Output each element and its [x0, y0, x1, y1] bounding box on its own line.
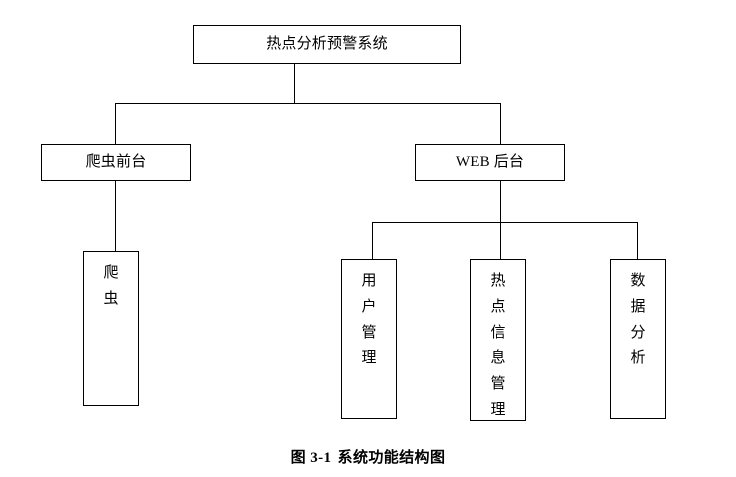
node-hotspot-info-management-label: 热点信息管理	[490, 273, 506, 418]
node-crawler[interactable]: 爬虫	[83, 251, 139, 406]
node-hotspot-info-management[interactable]: 热点信息管理	[470, 259, 526, 421]
node-root-system-label: 热点分析预警系统	[266, 36, 388, 53]
connector-root-stem	[294, 63, 295, 104]
connector-to-crawler-frontend	[115, 103, 116, 145]
node-web-backend-label: WEB 后台	[455, 154, 525, 171]
figure-caption-title: 系统功能结构图	[337, 450, 446, 466]
node-crawler-label: 爬虫	[103, 265, 119, 307]
node-crawler-frontend[interactable]: 爬虫前台	[41, 144, 191, 181]
connector-to-crawler	[115, 180, 116, 252]
node-user-management[interactable]: 用户管理	[341, 259, 397, 419]
node-data-analysis-label: 数据分析	[630, 273, 646, 367]
connector-to-data-analysis	[637, 222, 638, 260]
figure-caption-number: 图 3-1	[290, 450, 332, 466]
figure-caption: 图 3-1 系统功能结构图	[0, 446, 736, 467]
node-data-analysis[interactable]: 数据分析	[610, 259, 666, 419]
connector-to-hotspot-info-management	[500, 222, 501, 260]
node-web-backend[interactable]: WEB 后台	[415, 144, 565, 181]
connector-to-web-backend	[500, 103, 501, 145]
connector-level3-bus	[372, 222, 638, 223]
connector-to-user-management	[372, 222, 373, 260]
node-crawler-frontend-label: 爬虫前台	[85, 154, 147, 171]
node-root-system[interactable]: 热点分析预警系统	[193, 25, 461, 64]
connector-level2-bus	[115, 103, 501, 104]
connector-web-backend-stem	[500, 180, 501, 223]
node-user-management-label: 用户管理	[361, 273, 377, 367]
